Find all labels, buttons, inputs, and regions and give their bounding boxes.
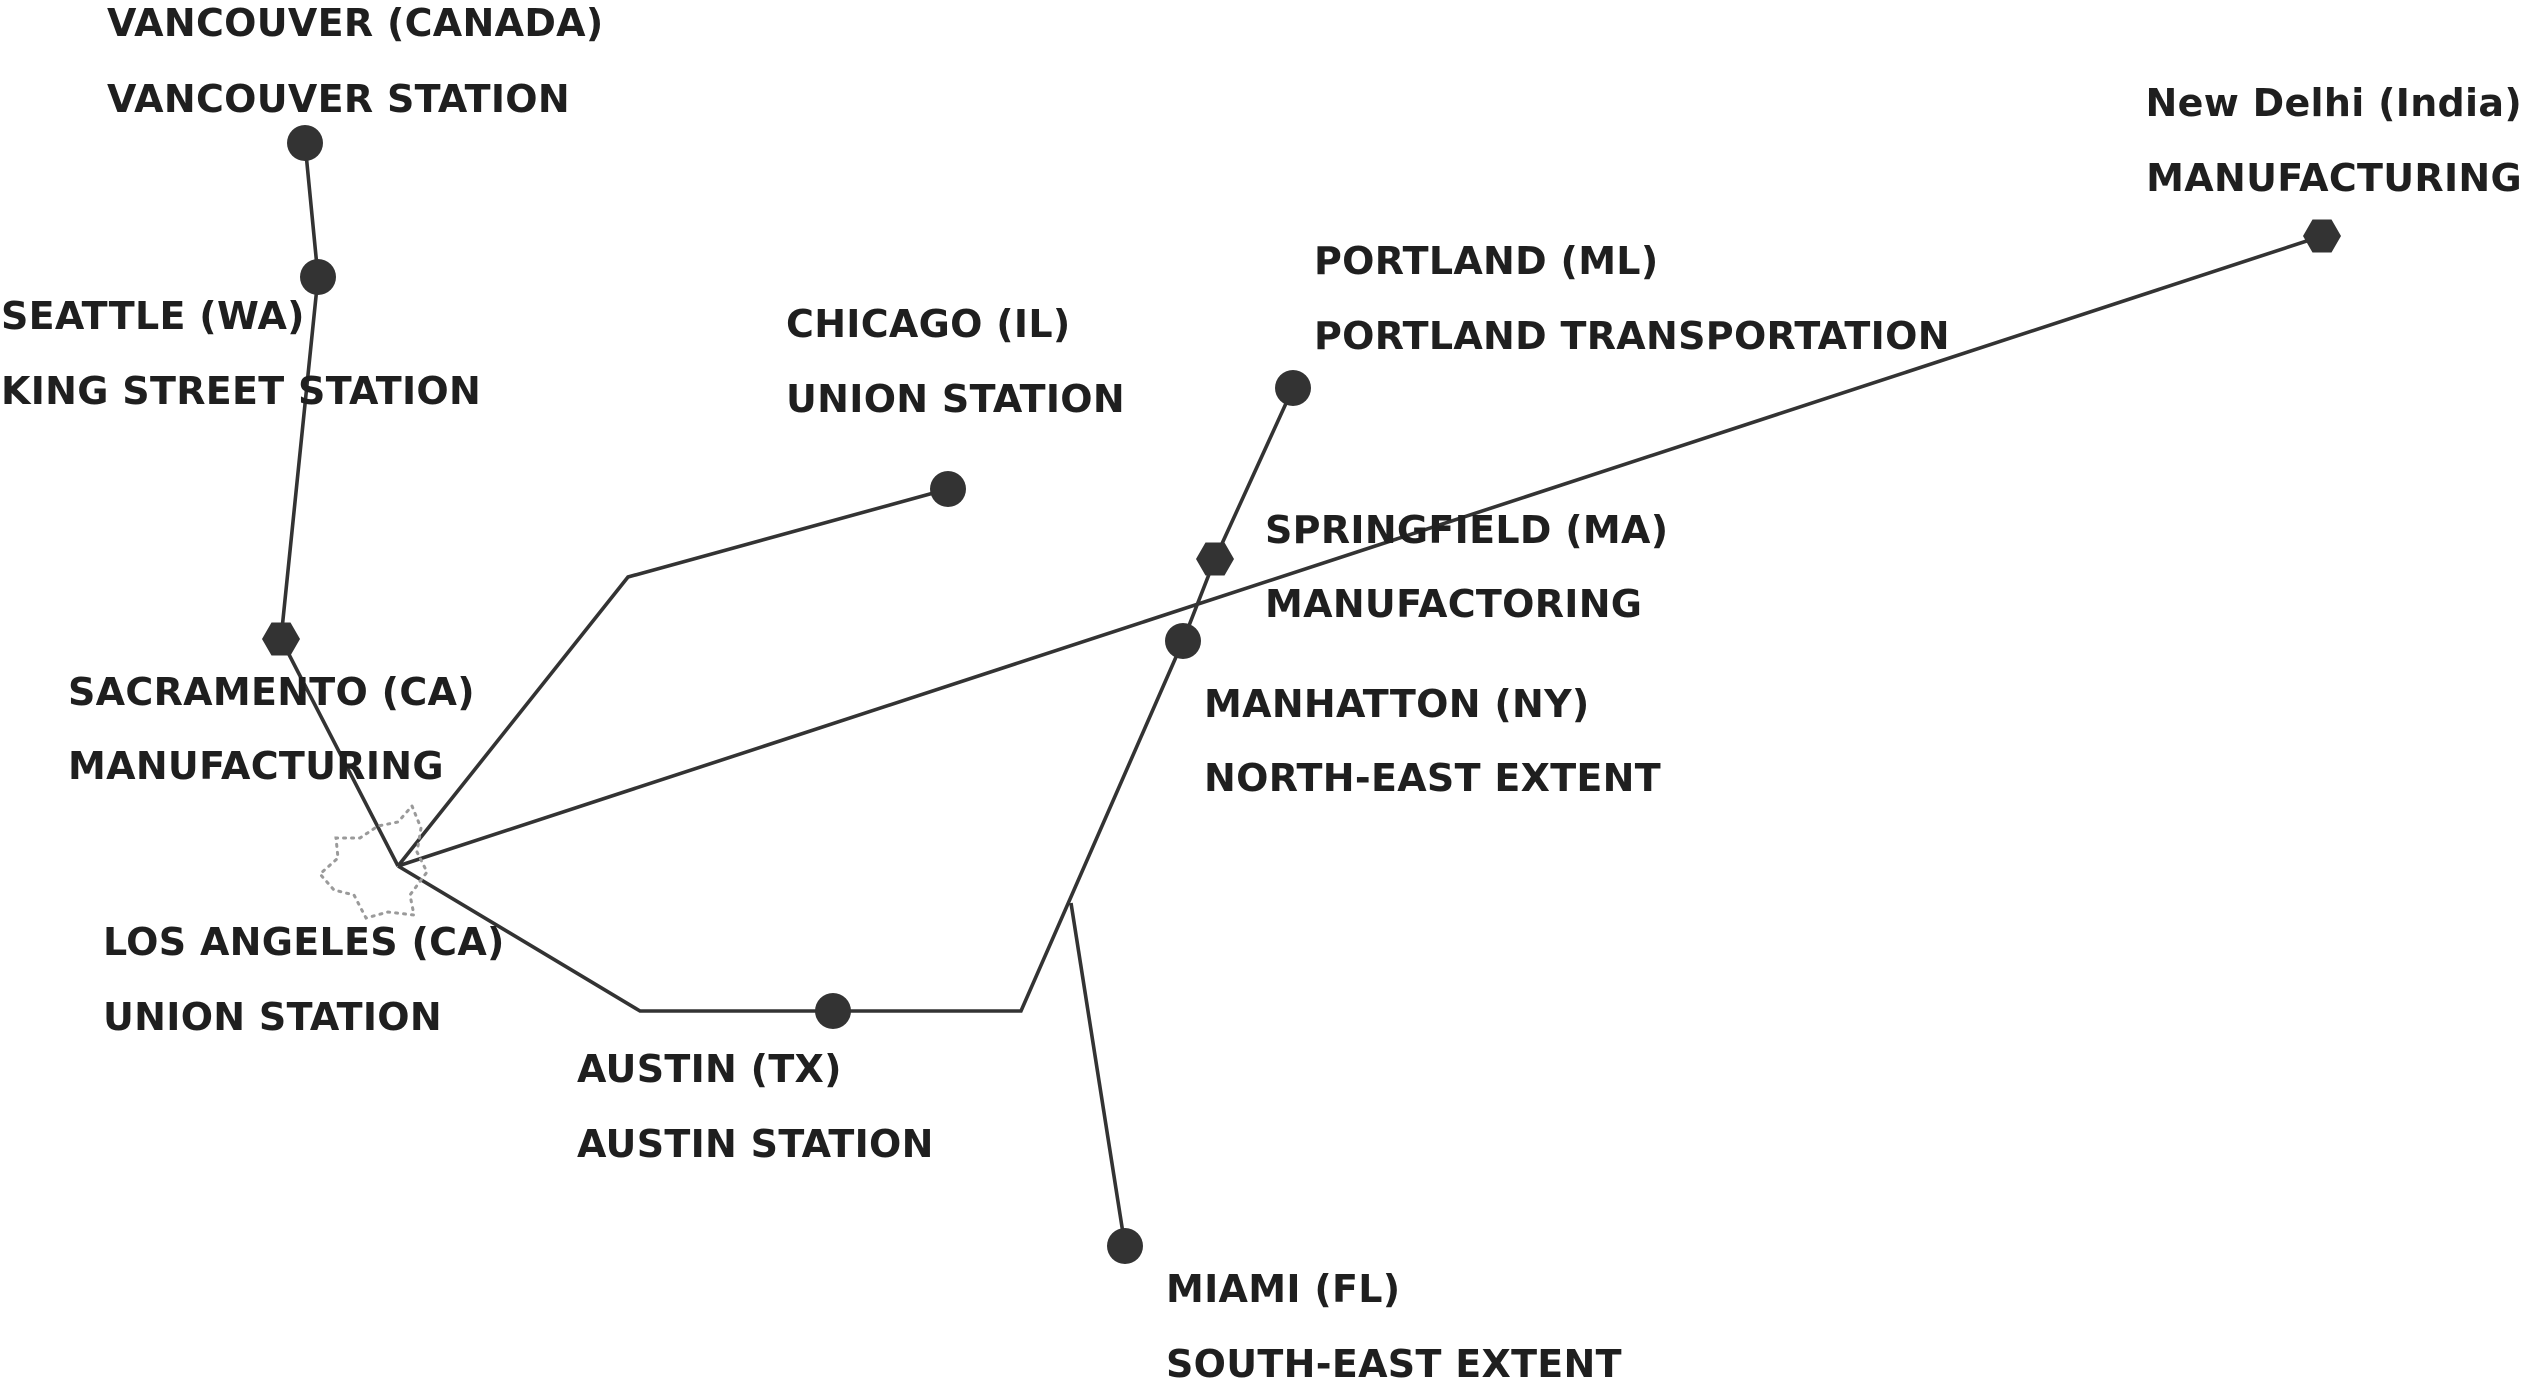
miami-name-label: MIAMI (FL): [1166, 1267, 1400, 1311]
springfield-name-label: SPRINGFIELD (MA): [1265, 508, 1668, 552]
portland-detail-label: PORTLAND TRANSPORTATION: [1314, 314, 1950, 358]
los-angeles-detail-label: UNION STATION: [103, 995, 442, 1039]
manhattan-name-label: MANHATTON (NY): [1204, 682, 1590, 726]
route-los-angeles-chicago: [396, 487, 949, 868]
route-vancouver-los-angeles: [279, 142, 400, 867]
sacramento-manufacturing-marker: [262, 622, 300, 656]
miami-detail-label: SOUTH-EAST EXTENT: [1166, 1342, 1622, 1386]
austin-station-marker: [815, 993, 851, 1029]
los-angeles-hub-outline: [317, 803, 429, 920]
new-delhi-detail-label: MANUFACTURING: [2146, 156, 2522, 200]
austin-name-label: AUSTIN (TX): [577, 1047, 842, 1091]
route-branch-miami: [1069, 902, 1127, 1247]
vancouver-station-marker: [287, 125, 323, 161]
los-angeles-name-label: LOS ANGELES (CA): [103, 920, 505, 964]
chicago-detail-label: UNION STATION: [786, 377, 1125, 421]
miami-station-marker: [1107, 1228, 1143, 1264]
portland-station-marker: [1275, 370, 1311, 406]
sacramento-detail-label: MANUFACTURING: [68, 744, 444, 788]
springfield-manufacturing-marker: [1196, 542, 1234, 576]
new-delhi-manufacturing-marker: [2303, 219, 2341, 253]
manhattan-detail-label: NORTH-EAST EXTENT: [1204, 756, 1661, 800]
sacramento-name-label: SACRAMENTO (CA): [68, 670, 475, 714]
portland-name-label: PORTLAND (ML): [1314, 239, 1659, 283]
springfield-detail-label: MANUFACTORING: [1265, 582, 1642, 626]
new-delhi-name-label: New Delhi (India): [2146, 81, 2522, 125]
seattle-name-label: SEATTLE (WA): [1, 294, 305, 338]
vancouver-detail-label: VANCOUVER STATION: [107, 77, 570, 121]
seattle-station-marker: [300, 259, 336, 295]
chicago-name-label: CHICAGO (IL): [786, 302, 1071, 346]
route-los-angeles-portland: [397, 387, 1295, 1013]
chicago-station-marker: [930, 471, 966, 507]
seattle-detail-label: KING STREET STATION: [1, 369, 481, 413]
vancouver-name-label: VANCOUVER (CANADA): [107, 1, 604, 45]
route-los-angeles-new-delhi: [397, 234, 2323, 868]
austin-detail-label: AUSTIN STATION: [577, 1122, 934, 1166]
manhattan-station-marker: [1165, 623, 1201, 659]
station-markers: [262, 125, 2341, 1264]
route-lines: [279, 142, 2323, 1247]
